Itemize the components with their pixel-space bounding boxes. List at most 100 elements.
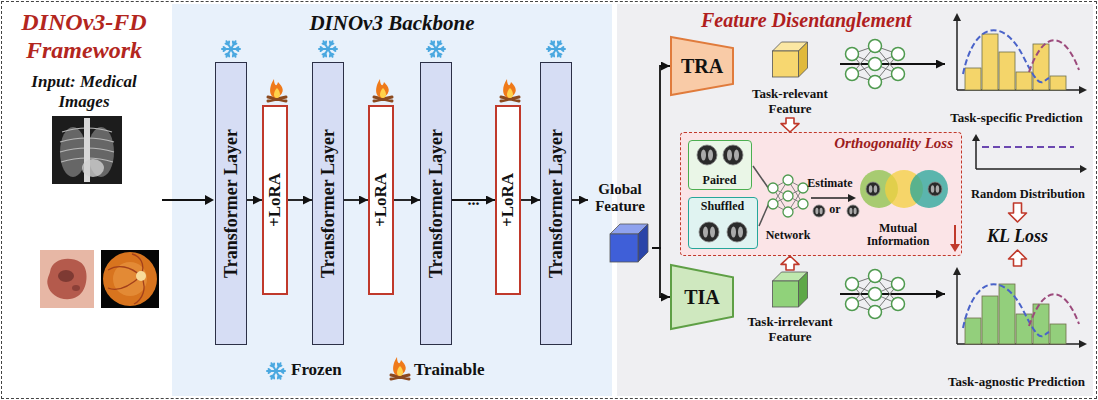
log bbox=[391, 375, 409, 379]
mini-xray-lung bbox=[710, 226, 715, 237]
label-holder: Estimate bbox=[804, 176, 856, 190]
flame-outer bbox=[503, 79, 516, 98]
flame-inner bbox=[274, 88, 280, 98]
transformer-layer-box: Transformer Layer bbox=[420, 62, 452, 345]
mini-xray bbox=[866, 182, 880, 196]
skin-ground bbox=[40, 250, 94, 308]
node-text: Paired bbox=[689, 173, 751, 189]
network-label: Network bbox=[762, 228, 814, 242]
transformer-layer-box: Transformer Layer bbox=[215, 62, 247, 345]
xray-ground bbox=[52, 116, 122, 184]
neuron bbox=[798, 199, 808, 209]
snowflake-icon bbox=[265, 360, 287, 382]
chart-axes bbox=[957, 271, 1081, 344]
adapter-trapezoid: TRA bbox=[670, 36, 734, 96]
lora-box: +LoRA bbox=[368, 105, 394, 295]
feature-cube: Task-relevant Feature bbox=[740, 40, 840, 118]
snowflake-icon bbox=[545, 38, 567, 60]
mini-xray-lung bbox=[815, 208, 818, 215]
node-text: Random Distribution bbox=[968, 187, 1088, 203]
figure-title: DINOv3-FD Framework bbox=[6, 8, 162, 64]
axis-arrow bbox=[1080, 165, 1087, 173]
mini-xray-lung bbox=[869, 185, 873, 193]
title-holder: DINOv3-FD Framework bbox=[6, 8, 162, 64]
prediction-histogram: Task-specific Prediction bbox=[945, 12, 1088, 128]
input-caption: Input: Medical Images bbox=[8, 72, 160, 112]
histogram-bar bbox=[965, 318, 981, 344]
flame-outer bbox=[376, 79, 389, 98]
decrease-arrow bbox=[954, 225, 956, 245]
histogram-bar bbox=[1033, 304, 1049, 344]
skin-spot bbox=[58, 270, 74, 282]
legend-text: Frozen bbox=[291, 359, 342, 381]
node-text: KL Loss bbox=[987, 226, 1048, 247]
fire-icon bbox=[266, 79, 288, 103]
venn-circle bbox=[860, 170, 898, 208]
snowflake-strokes bbox=[267, 363, 285, 379]
neuron bbox=[768, 183, 778, 193]
node-text: Transformer Layer bbox=[426, 129, 447, 278]
retina-optic-disc bbox=[136, 271, 146, 281]
distribution-curve bbox=[1029, 40, 1079, 72]
mini-xray-lung bbox=[854, 208, 857, 215]
mini-xray bbox=[727, 222, 747, 242]
neuron bbox=[783, 207, 793, 217]
node-text: TIA bbox=[684, 286, 720, 309]
histogram-bar bbox=[965, 68, 981, 90]
mini-xray-lung bbox=[734, 149, 739, 160]
cube-front bbox=[773, 51, 799, 77]
fire-icon bbox=[372, 79, 394, 103]
node-text: Transformer Layer bbox=[221, 129, 242, 278]
mini-xray bbox=[699, 222, 719, 242]
distribution-curve bbox=[963, 30, 1049, 82]
estimate-arrow bbox=[811, 197, 849, 199]
mutual-information-label: Mutual Information bbox=[848, 222, 948, 248]
legend-text: Trainable bbox=[414, 359, 485, 381]
network-links bbox=[773, 180, 803, 212]
axis-arrow bbox=[953, 13, 961, 21]
mini-xray-lung bbox=[874, 185, 878, 193]
trapezoid-shape bbox=[671, 37, 733, 95]
lora-box: +LoRA bbox=[262, 105, 288, 295]
mini-xray-lung bbox=[931, 185, 935, 193]
retina-image bbox=[101, 250, 159, 308]
mini-xray-lung bbox=[738, 226, 743, 237]
mini-xray-lung bbox=[820, 208, 823, 215]
venn-circle bbox=[885, 170, 923, 208]
mini-xray bbox=[847, 205, 859, 217]
chart-axes bbox=[976, 137, 1082, 169]
disentanglement-panel: Feature DisentanglementTRATask-relevant … bbox=[617, 4, 1093, 396]
axis-arrow bbox=[1079, 86, 1087, 94]
backbone-panel: DINOv3 BackboneTransformer Layer +LoRA Tra… bbox=[172, 4, 612, 396]
label-holder: or bbox=[826, 202, 844, 216]
venn-circle bbox=[910, 170, 948, 208]
mini-xray-lung bbox=[731, 226, 736, 237]
xray-spine bbox=[84, 118, 90, 182]
edge-label: ... bbox=[466, 192, 482, 208]
flame-outer bbox=[393, 357, 406, 376]
snowflake-strokes bbox=[427, 41, 445, 57]
histogram-bar bbox=[1016, 72, 1032, 90]
skin-spot bbox=[72, 285, 80, 291]
log bbox=[268, 97, 286, 101]
cube-top bbox=[773, 42, 808, 51]
neuron bbox=[798, 183, 808, 193]
trapezoid-shape bbox=[671, 265, 733, 329]
chest-xray-image bbox=[52, 116, 122, 184]
node-text: DINOv3 Backbone bbox=[172, 4, 612, 36]
histogram-drawing bbox=[945, 266, 1088, 348]
label-holder: Mutual Information bbox=[848, 222, 948, 248]
node-text: Task-specific Prediction bbox=[945, 110, 1088, 128]
flame-inner bbox=[507, 88, 513, 98]
node-text: Transformer Layer bbox=[318, 129, 339, 278]
node-text: Task-agnostic Prediction bbox=[945, 374, 1088, 392]
flame-inner bbox=[380, 88, 386, 98]
uniform-line bbox=[982, 146, 1074, 148]
cube-side bbox=[799, 42, 808, 77]
cube-drawing bbox=[740, 270, 840, 310]
histogram-drawing bbox=[945, 12, 1088, 94]
shuffled-sample-box: Shuffled bbox=[688, 197, 758, 249]
estimate-label: Estimate bbox=[804, 176, 856, 190]
feature-cube: Task-irrelevant Feature bbox=[740, 270, 840, 346]
global-feature-cube: Global Feature bbox=[588, 180, 652, 264]
